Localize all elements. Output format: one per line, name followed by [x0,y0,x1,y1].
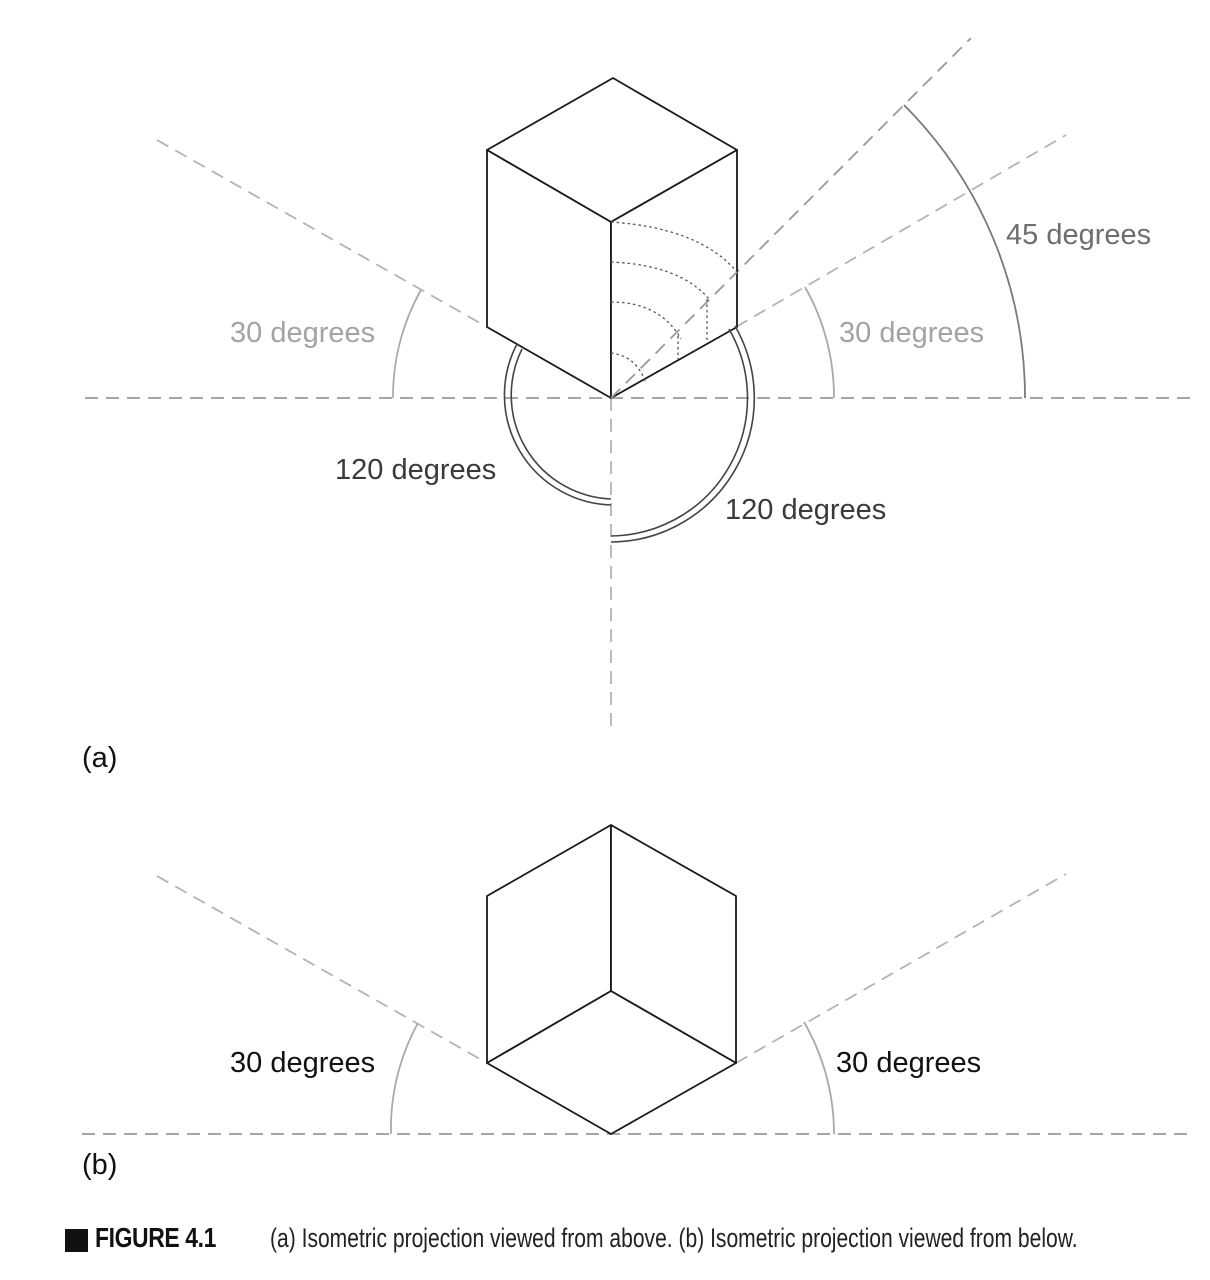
left-30-guide-a [156,139,488,328]
angle-label-45-a: 45 degrees [1006,219,1151,251]
angle-label-120-right-a: 120 degrees [725,494,886,526]
panel-label-b: (b) [82,1149,117,1181]
caption-square-marker [65,1229,88,1252]
left-30-guide-b [156,875,488,1064]
angle-label-right-30-a: 30 degrees [839,317,984,349]
angle-arc-left-30-a [392,289,422,399]
angle-arc-45-a [903,104,1026,399]
figure-caption: FIGURE 4.1 (a) Isometric projection view… [0,1218,1210,1268]
isometric-figure: 30 degrees 30 degrees 45 degrees 120 deg… [82,37,1192,1181]
dotted-arc-1 [610,352,646,382]
angle-label-left-30-b: 30 degrees [230,1047,375,1079]
dotted-arc-4 [610,221,738,273]
right-30-guide-a [735,134,1067,328]
angle-arc-right-30-b [803,1021,835,1135]
angle-arc-120-left-inner [510,348,612,500]
angle-arc-right-30-a [804,286,835,399]
panel-label-a: (a) [82,742,117,774]
angle-arc-120-right-inner [610,328,749,537]
right-30-guide-b [735,873,1067,1064]
angle-label-right-30-b: 30 degrees [836,1047,981,1079]
panel-a: 30 degrees 30 degrees 45 degrees 120 deg… [82,37,1192,774]
caption-text: (a) Isometric projection viewed from abo… [270,1223,1078,1253]
figure-number: FIGURE 4.1 [95,1222,216,1253]
angle-arc-120-right-outer [610,325,756,543]
diagonal-over-face [610,271,738,399]
cube-right-face [610,149,738,399]
angle-arc-120-left-outer [503,343,612,506]
angle-label-120-left-a: 120 degrees [335,454,496,486]
cube-b-bottom-face [486,990,737,1135]
angle-label-left-30-a: 30 degrees [230,317,375,349]
angle-arc-left-30-b [390,1022,419,1135]
panel-b: 30 degrees 30 degrees (b) [82,824,1192,1181]
